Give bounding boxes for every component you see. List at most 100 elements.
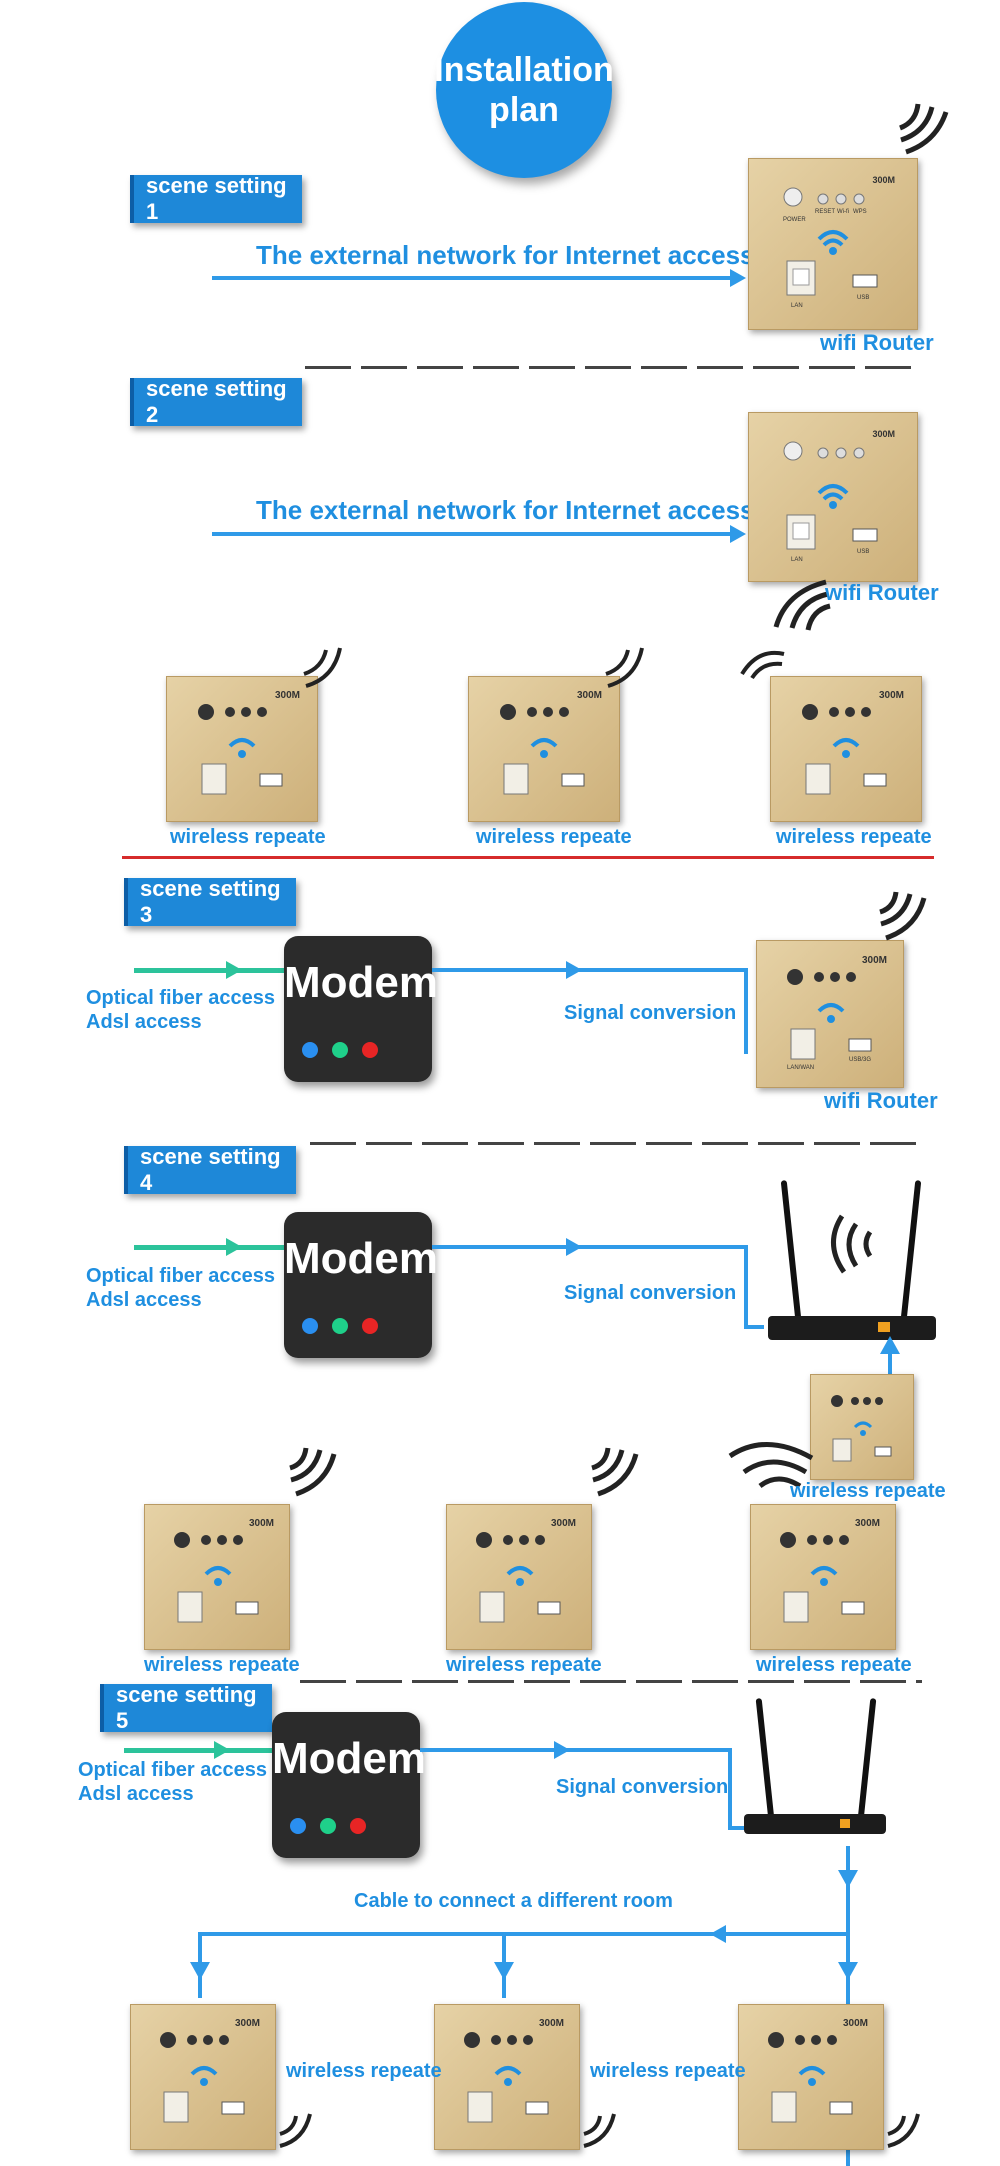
router-5-port-light	[840, 1819, 850, 1828]
wireless-repeate-label-4c: wireless repeate	[756, 1654, 912, 1676]
fiber-line-4	[134, 1245, 284, 1250]
cable-arrow-down-3	[838, 1962, 858, 1980]
signal-conversion-label-3: Signal conversion	[564, 1002, 737, 1024]
fiber-line-3	[134, 968, 284, 973]
scene-setting-5-label: scene setting 5	[116, 1682, 257, 1733]
router-to-repeater-line-4	[888, 1340, 892, 1374]
scene-setting-1-label: scene setting 1	[146, 173, 287, 224]
red-divider	[122, 856, 934, 859]
signal-waves-icon-4	[605, 647, 644, 688]
signal-vline-3	[744, 968, 748, 1054]
access-labels-4: Optical fiber access Adsl access	[86, 1264, 275, 1312]
panel-2-model: 300M	[872, 429, 895, 439]
fiber-arrow-5	[214, 1741, 230, 1759]
scene-setting-2-header: scene setting 2	[130, 376, 302, 427]
scene-setting-4-label: scene setting 4	[140, 1144, 281, 1195]
signal-waves-icon-2	[773, 579, 831, 631]
router-device-4	[768, 1316, 936, 1340]
modem-5-led-green	[320, 1818, 336, 1834]
scene-setting-4-header: scene setting 4	[124, 1144, 296, 1195]
antenna-left-5	[755, 1698, 775, 1820]
title-line-1: Installation	[434, 51, 614, 89]
signal-conversion-label-4: Signal conversion	[564, 1282, 737, 1304]
panel-1-model: 300M	[872, 175, 895, 185]
panel-2-usb: USB	[857, 549, 869, 555]
repeater-panel-2a	[166, 676, 318, 822]
fiber-arrow-3	[226, 961, 242, 979]
wifi-router-panel-2: 300M LAN USB	[748, 412, 918, 582]
signal-waves-icon-1	[899, 103, 949, 155]
repeater-4-model: 300M	[249, 1518, 274, 1529]
repeater-panel-5a	[130, 2004, 276, 2150]
cable-arrow-down-2	[494, 1962, 514, 1980]
repeater-panels-row-5-graphic: 300M	[160, 2016, 870, 2124]
panel-3-lanwan: LAN/WAN	[787, 1065, 814, 1071]
title-line-2: plan	[489, 91, 559, 129]
repeater-5-model: 300M	[235, 2018, 260, 2029]
wifi-router-label-3: wifi Router	[824, 1088, 938, 1113]
signal-waves-icon-13	[887, 2113, 920, 2148]
cable-horizontal-line	[198, 1932, 850, 1936]
panel-1-power: POWER	[783, 217, 806, 223]
wireless-repeate-label-4-main: wireless repeate	[790, 1480, 946, 1502]
title-circle: Installation plan	[434, 2, 614, 178]
repeater-model: 300M	[275, 690, 300, 701]
modem-4-led-green	[332, 1318, 348, 1334]
optical-fiber-label-3: Optical fiber access	[86, 987, 275, 1009]
optical-fiber-label-5: Optical fiber access	[78, 1759, 267, 1781]
dashed-divider-2	[310, 1142, 922, 1145]
wifi-router-label-2: wifi Router	[825, 580, 939, 605]
panel-2-lan: LAN	[791, 557, 803, 563]
wireless-repeate-label-5b: wireless repeate	[590, 2060, 746, 2082]
signal-waves-icon-3	[303, 647, 342, 688]
signal-waves-icon-12	[583, 2113, 616, 2148]
signal-arrow-3	[566, 961, 582, 979]
router-arrow-up-4	[880, 1336, 900, 1354]
signal-waves-icon-9	[289, 1447, 337, 1497]
antenna-right-4	[900, 1180, 922, 1320]
antenna-left-4	[780, 1180, 802, 1320]
external-network-label-1: The external network for Internet access	[256, 240, 755, 270]
fiber-arrow-4	[226, 1238, 242, 1256]
modem-3-led-red	[362, 1042, 378, 1058]
access-labels-3: Optical fiber access Adsl access	[86, 986, 275, 1034]
modem-4-led-blue	[302, 1318, 318, 1334]
cable-arrow-down-1	[190, 1962, 210, 1980]
signal-arrow-4	[566, 1238, 582, 1256]
signal-waves-icon-5	[740, 651, 785, 680]
panel-1-lan: LAN	[791, 303, 803, 309]
signal-waves-icon-6	[879, 891, 927, 941]
optical-fiber-label-4: Optical fiber access	[86, 1265, 275, 1287]
wifi-router-panel-3: 300M LAN/WAN USB/3G	[756, 940, 904, 1088]
signal-line-4	[432, 1245, 748, 1249]
panel-2-graphic: 300M LAN USB	[783, 429, 895, 563]
scene-setting-1-header: scene setting 1	[130, 173, 302, 224]
signal-hline-4	[744, 1325, 764, 1329]
panel-4-main-graphic	[831, 1395, 892, 1462]
access-labels-5: Optical fiber access Adsl access	[78, 1758, 267, 1806]
signal-vline-4	[744, 1245, 748, 1327]
wireless-repeate-label-4a: wireless repeate	[144, 1654, 300, 1676]
cable-connect-label: Cable to connect a different room	[354, 1890, 673, 1912]
scene-setting-2-label: scene setting 2	[146, 376, 287, 427]
router-arrow-down-5	[838, 1870, 858, 1888]
panel-3-usb3g: USB/3G	[849, 1057, 871, 1063]
panel-1-wps: WPS	[853, 209, 867, 215]
panel-1-graphic: 300M POWER RESET Wi-fi WPS LAN USB	[783, 175, 895, 309]
wireless-repeate-label-2c: wireless repeate	[776, 826, 932, 848]
antenna-right-5	[857, 1698, 877, 1820]
wireless-repeate-label-2b: wireless repeate	[476, 826, 632, 848]
dashed-divider-3	[300, 1680, 922, 1683]
dashed-divider-1	[305, 366, 915, 369]
signal-waves-icon-8	[728, 1442, 814, 1489]
repeater-panel-4-main	[810, 1374, 914, 1480]
wireless-repeate-label-4b: wireless repeate	[446, 1654, 602, 1676]
signal-line-3	[432, 968, 748, 972]
repeater-panels-row-graphic: 300M	[198, 688, 906, 796]
panel-3-graphic: 300M LAN/WAN USB/3G	[787, 955, 887, 1071]
signal-line-5	[420, 1748, 732, 1752]
wireless-repeate-label-5a: wireless repeate	[286, 2060, 442, 2082]
panel-3-model: 300M	[862, 955, 887, 966]
wifi-router-panel-1: 300M POWER RESET Wi-fi WPS LAN USB	[748, 158, 918, 330]
network-arrow-2	[730, 525, 746, 543]
